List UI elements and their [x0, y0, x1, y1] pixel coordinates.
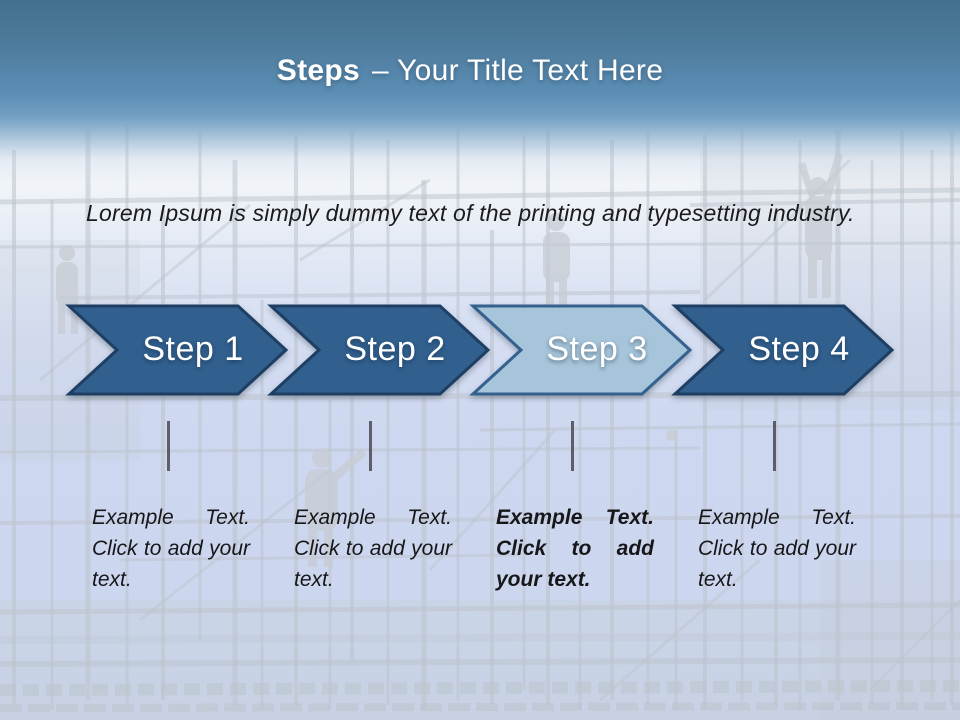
step-1-label: Step 1: [142, 329, 244, 368]
step-3-connector-line: [571, 421, 574, 471]
worker-silhouette-left: [56, 245, 78, 334]
step-2-arrow-shape[interactable]: [267, 304, 491, 396]
step-1-group: Step 1 Example Text. Click to add your t…: [65, 304, 289, 704]
page-title: Steps – Your Title Text Here: [0, 54, 940, 88]
worker-silhouette-mid: [305, 448, 366, 567]
step-1-connector-line: [167, 421, 170, 471]
step-4-arrow-shape[interactable]: [671, 304, 895, 396]
step-4-connector-line: [773, 421, 776, 471]
step-1-description: Example Text. Click to add your text.: [92, 506, 250, 591]
intro-text: Lorem Ipsum is simply dummy text of the …: [86, 200, 855, 226]
step-3-arrow-shape[interactable]: [469, 304, 693, 396]
step-3-label: Step 3: [546, 329, 648, 368]
step-2-group: Step 2 Example Text. Click to add your t…: [267, 304, 491, 704]
worker-silhouette-center: [543, 213, 570, 306]
step-3-group: Step 3 Example Text. Click to add your t…: [469, 304, 693, 704]
step-2-label: Step 2: [344, 329, 446, 368]
title-keyword: Steps: [276, 54, 360, 87]
step-4-label: Step 4: [748, 329, 850, 368]
step-2-connector-line: [369, 421, 372, 471]
step-4-group: Step 4 Example Text. Click to add your t…: [671, 304, 895, 704]
step-1-arrow-shape[interactable]: [65, 304, 289, 396]
lamp-silhouette: [666, 429, 678, 441]
step-2-description: Example Text. Click to add your text.: [294, 506, 452, 591]
step-4-description: Example Text. Click to add your text.: [698, 506, 856, 591]
title-subtitle: – Your Title Text Here: [371, 54, 664, 87]
step-3-description: Example Text. Click to add your text.: [496, 506, 654, 591]
